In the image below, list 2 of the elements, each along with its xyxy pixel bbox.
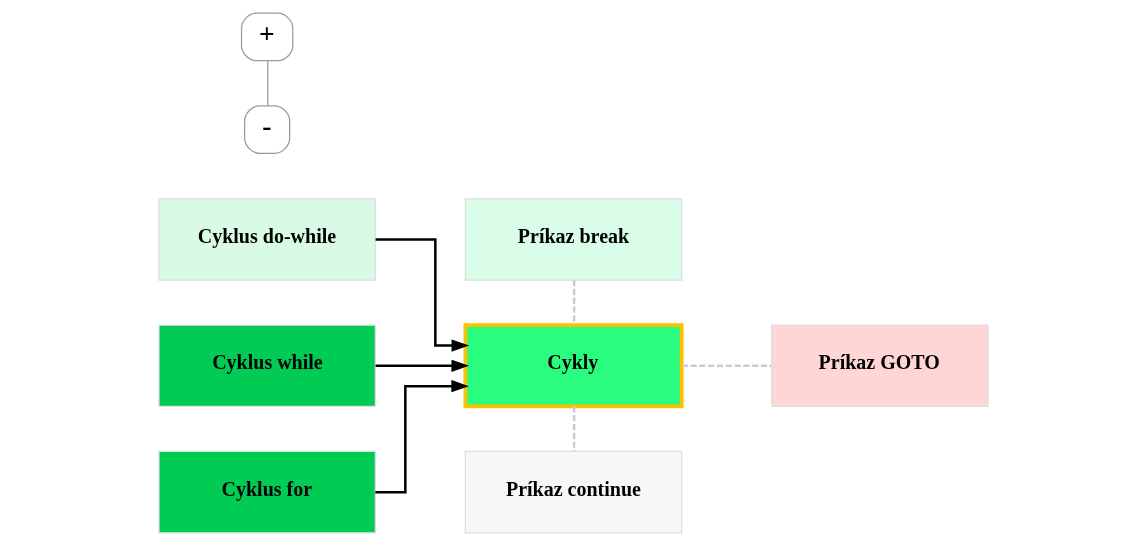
label: - (262, 110, 272, 142)
label: + (259, 17, 275, 49)
